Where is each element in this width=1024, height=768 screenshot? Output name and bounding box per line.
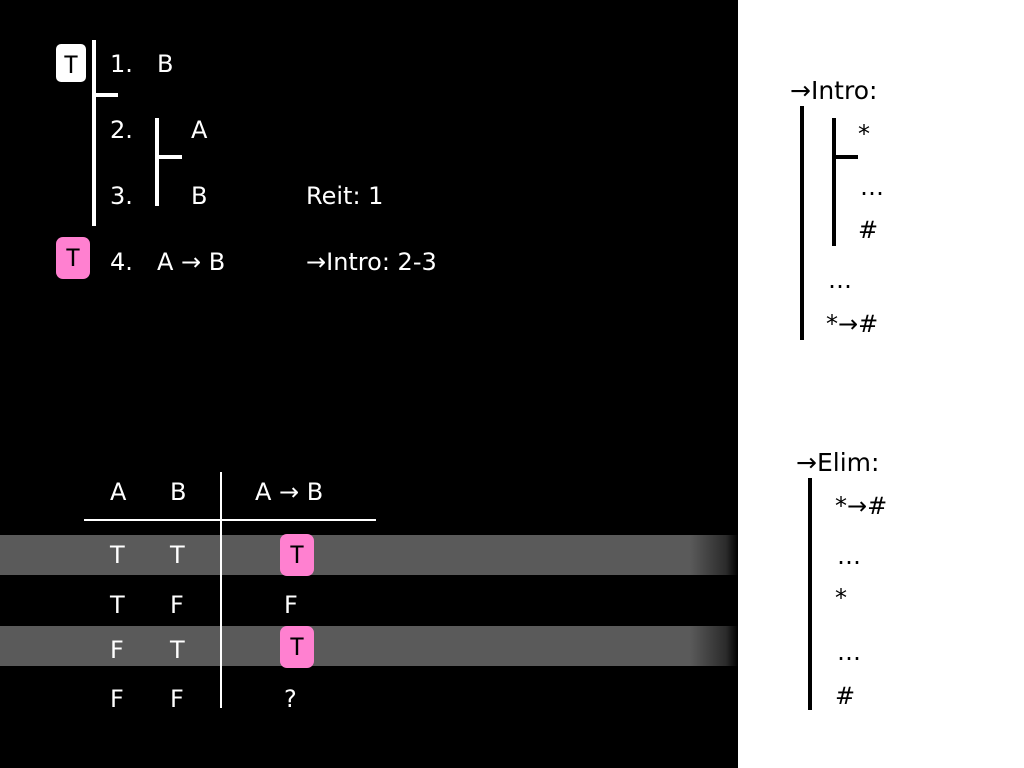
- line-formula-1: B: [157, 50, 174, 78]
- intro-line-assumption: *: [858, 120, 870, 148]
- elim-line-ellipsis: …: [837, 542, 861, 570]
- table-header-a: A: [110, 478, 127, 506]
- table-cell-result-highlighted: T: [280, 534, 314, 576]
- table-cell-b: T: [170, 636, 185, 664]
- table-header-rule: [84, 519, 376, 521]
- line-justification-3: Reit: 1: [306, 182, 384, 210]
- table-column-divider: [220, 472, 222, 708]
- elim-line-conditional: *→#: [835, 492, 888, 520]
- line-formula-3: B: [191, 182, 208, 210]
- elim-line-conclusion: #: [835, 682, 856, 710]
- intro-line-ellipsis: …: [860, 173, 884, 201]
- line-number-3: 3.: [110, 182, 133, 210]
- intro-line-consequent: #: [858, 216, 879, 244]
- table-header-b: B: [170, 478, 187, 506]
- table-header-a-implies-b: A → B: [255, 478, 324, 506]
- line-number-4: 4.: [110, 248, 133, 276]
- elim-scope-line: [808, 478, 812, 710]
- truth-badge-line-4: T: [56, 237, 90, 279]
- proof-premise-bar: [92, 93, 118, 97]
- table-cell-b: T: [170, 541, 185, 569]
- intro-line-conclusion: *→#: [826, 310, 879, 338]
- table-cell-a: F: [110, 636, 124, 664]
- row-highlight-band-3: [0, 626, 738, 666]
- intro-line-ellipsis-outer: …: [828, 266, 852, 294]
- table-cell-a: F: [110, 685, 124, 713]
- row-highlight-band-1: [0, 535, 738, 575]
- line-justification-4: →Intro: 2-3: [306, 248, 437, 276]
- intro-rule-title: →Intro:: [790, 76, 878, 105]
- elim-rule-title: →Elim:: [796, 448, 880, 477]
- table-cell-result: ?: [284, 685, 297, 713]
- table-cell-a: T: [110, 541, 125, 569]
- intro-subproof-scope-line: [832, 118, 836, 246]
- line-number-1: 1.: [110, 50, 133, 78]
- rules-panel: [738, 0, 1024, 768]
- proof-scope-line: [92, 40, 96, 226]
- subproof-assumption-bar: [155, 155, 182, 159]
- intro-assumption-bar: [832, 155, 858, 159]
- subproof-scope-line: [155, 118, 159, 206]
- table-cell-a: T: [110, 591, 125, 619]
- table-cell-result: F: [284, 591, 298, 619]
- line-formula-2: A: [191, 116, 208, 144]
- elim-line-antecedent: *: [835, 584, 847, 612]
- elim-line-ellipsis-2: …: [837, 638, 861, 666]
- intro-outer-scope-line: [800, 106, 804, 340]
- line-number-2: 2.: [110, 116, 133, 144]
- table-cell-b: F: [170, 685, 184, 713]
- table-cell-b: F: [170, 591, 184, 619]
- line-formula-4: A → B: [157, 248, 226, 276]
- truth-badge-line-1: T: [54, 42, 88, 84]
- table-cell-result-highlighted: T: [280, 626, 314, 668]
